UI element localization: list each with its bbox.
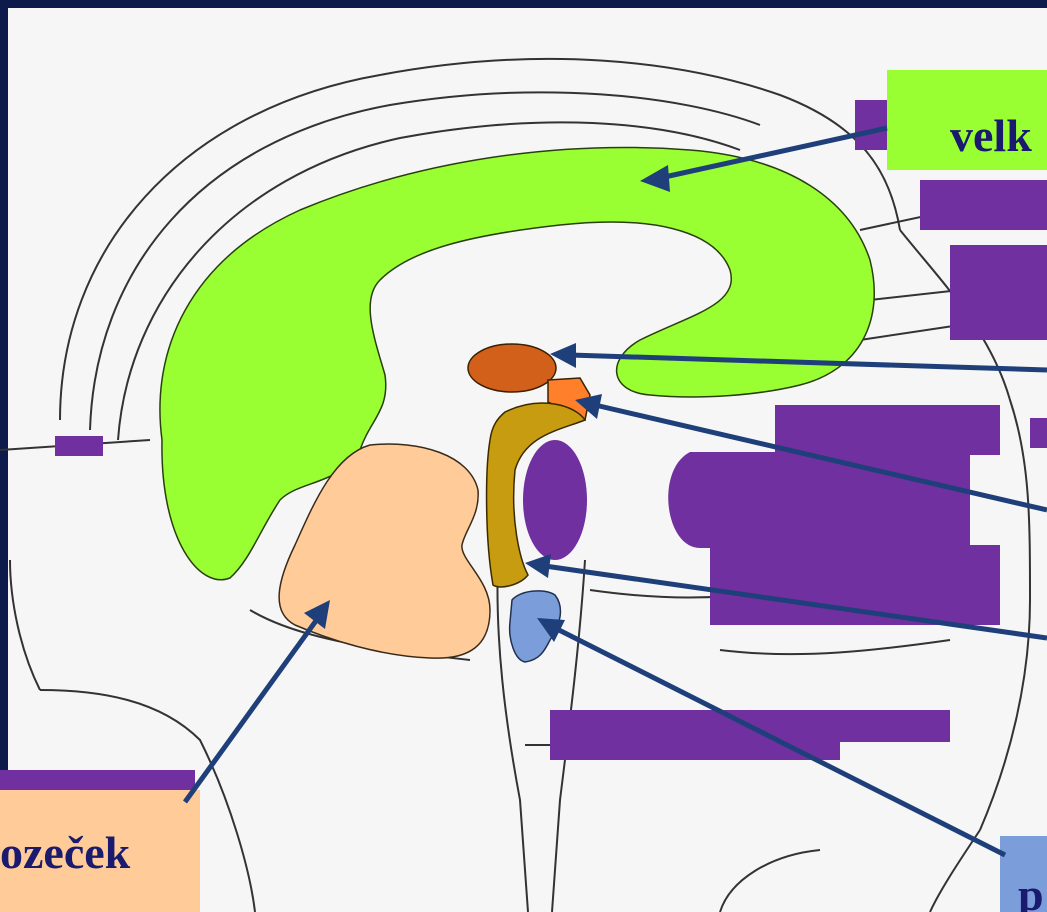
mask-right-lower bbox=[710, 545, 1000, 625]
mask-right-rounded bbox=[668, 452, 970, 548]
mask-mid-right-wide bbox=[775, 405, 1000, 455]
mask-left-small bbox=[55, 436, 103, 456]
mask-upper-right bbox=[920, 180, 1047, 230]
pons-label: p bbox=[1018, 872, 1044, 912]
mask-mid-right-small bbox=[1030, 418, 1047, 448]
cerebrum-label: velk bbox=[950, 113, 1032, 159]
mask-bottom-left bbox=[0, 770, 195, 790]
thalamus-region bbox=[468, 344, 556, 392]
mask-right-block bbox=[950, 245, 1047, 340]
cerebellum-label: ozeček bbox=[0, 830, 130, 876]
mask-brain-blob bbox=[523, 440, 587, 560]
